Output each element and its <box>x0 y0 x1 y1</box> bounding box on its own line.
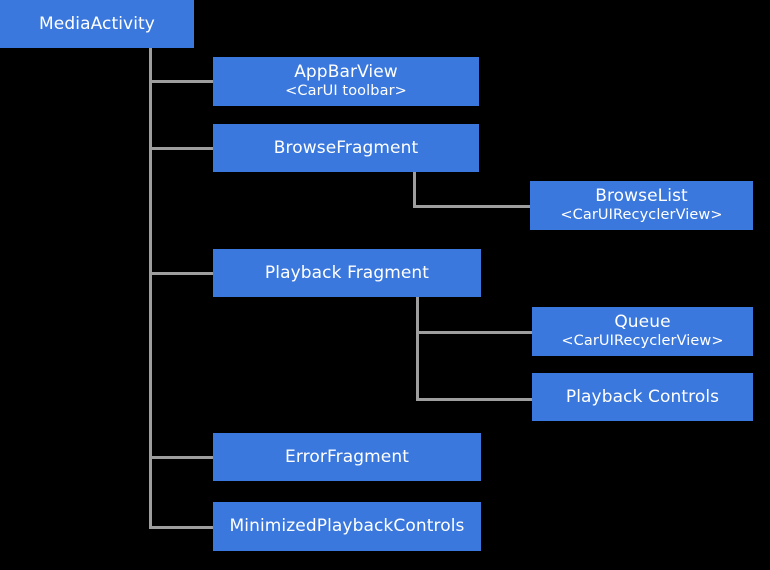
node-playback-fragment[interactable]: Playback Fragment <box>213 249 481 297</box>
node-browse-fragment[interactable]: BrowseFragment <box>213 124 479 172</box>
node-queue-title: Queue <box>614 311 671 332</box>
edge-playbackfragment-to-queue <box>416 331 535 334</box>
edge-mediaactivity-to-playbackfragment <box>149 272 215 275</box>
node-browse-fragment-title: BrowseFragment <box>273 137 419 158</box>
edge-browsefragment-drop <box>413 172 416 208</box>
node-queue[interactable]: Queue <CarUIRecyclerView> <box>532 307 753 356</box>
node-minimized-playback-controls[interactable]: MinimizedPlaybackControls <box>213 502 481 551</box>
edge-playbackfragment-drop <box>416 297 419 401</box>
node-error-fragment[interactable]: ErrorFragment <box>213 433 481 481</box>
edge-mediaactivity-to-browsefragment <box>149 147 215 150</box>
node-playback-controls[interactable]: Playback Controls <box>532 373 753 421</box>
node-queue-subtitle: <CarUIRecyclerView> <box>561 332 724 349</box>
node-app-bar-view[interactable]: AppBarView <CarUI toolbar> <box>213 57 479 106</box>
node-media-activity-title: MediaActivity <box>39 13 155 34</box>
node-error-fragment-title: ErrorFragment <box>285 446 409 467</box>
edge-playbackfragment-to-playbackcontrols <box>416 398 535 401</box>
node-playback-controls-title: Playback Controls <box>565 386 720 407</box>
edge-browsefragment-to-browselist <box>413 205 533 208</box>
edge-mediaactivity-to-minimizedplaybackcontrols <box>149 526 215 529</box>
node-app-bar-view-title: AppBarView <box>294 61 398 82</box>
node-browse-list-subtitle: <CarUIRecyclerView> <box>560 206 723 223</box>
node-minimized-playback-controls-title: MinimizedPlaybackControls <box>229 516 465 537</box>
node-browse-list[interactable]: BrowseList <CarUIRecyclerView> <box>530 181 753 230</box>
node-playback-fragment-title: Playback Fragment <box>264 262 430 283</box>
node-browse-list-title: BrowseList <box>595 185 688 206</box>
edge-mediaactivity-to-appbarview <box>149 80 215 83</box>
edge-trunk-vertical <box>149 48 152 529</box>
edge-mediaactivity-to-errorfragment <box>149 456 215 459</box>
node-media-activity[interactable]: MediaActivity <box>0 0 194 48</box>
node-app-bar-view-subtitle: <CarUI toolbar> <box>285 82 407 99</box>
